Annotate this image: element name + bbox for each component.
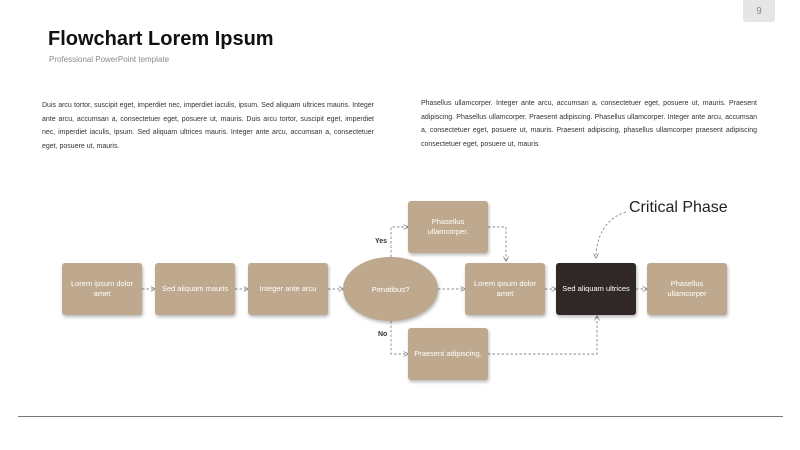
no-label: No — [378, 331, 388, 338]
bottom-divider — [18, 416, 783, 417]
connector-no-critical — [488, 316, 597, 355]
connector-no — [390, 321, 408, 354]
flow-step-3: Integer ante arcu — [248, 263, 328, 315]
decision-oval: Penatibus? — [343, 257, 438, 321]
flow-step-5: Lorem ipsum dolor amet — [465, 263, 545, 315]
flow-final-step: Phasellus ullamcorper — [647, 263, 727, 315]
connector-yes — [390, 227, 408, 257]
slide-subtitle: Professional PowerPoint template — [49, 55, 170, 64]
flow-step-2: Sed aliquam mauris — [155, 263, 235, 315]
page-number: 9 — [743, 0, 775, 22]
yes-label: Yes — [375, 238, 388, 245]
flow-critical-step: Sed aliquam ultrices — [556, 263, 636, 315]
critical-phase-label: Critical Phase — [629, 199, 728, 216]
flow-no-step: Praesent adipiscing. — [408, 328, 488, 380]
flow-step-1: Lorem ipsum dolor amet — [62, 263, 142, 315]
paragraph-left: Duis arcu tortor, suscipit eget, imperdi… — [42, 102, 374, 150]
flow-yes-step: Phasellus ullamcorper. — [408, 201, 488, 253]
slide-title: Flowchart Lorem Ipsum — [48, 28, 274, 50]
connector-yes-step5 — [488, 226, 506, 261]
paragraph-right: Phasellus ullamcorper. Integer ante arcu… — [421, 100, 757, 148]
critical-pointer — [596, 211, 627, 258]
